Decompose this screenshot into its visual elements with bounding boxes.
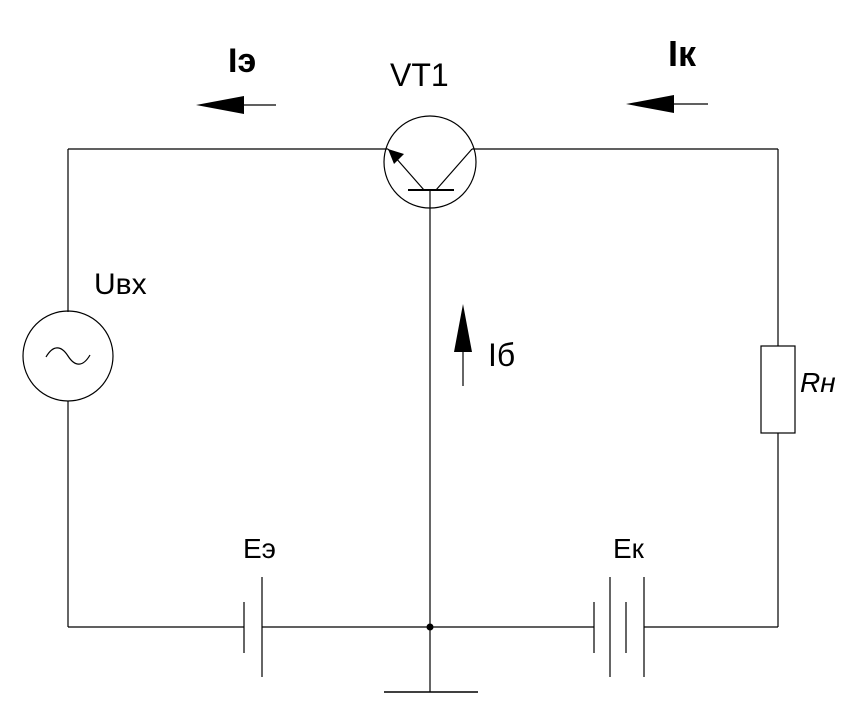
base-current-label: Iб xyxy=(488,337,515,373)
emitter-arrow-head xyxy=(196,96,244,114)
collector-arrow-head xyxy=(626,95,674,113)
collector-current-arrow xyxy=(626,95,708,113)
ac-sine-symbol xyxy=(45,347,91,365)
emitter-current-arrow xyxy=(196,96,276,114)
ac-source-circle xyxy=(22,310,114,402)
load-resistor-label: Rн xyxy=(800,367,836,398)
load-resistor-body xyxy=(760,345,796,434)
transistor-collector-lead xyxy=(435,148,473,191)
base-current-arrow xyxy=(454,304,472,386)
transistor-label: VT1 xyxy=(390,57,449,93)
collector-battery xyxy=(593,577,645,677)
input-voltage-label: Uвх xyxy=(94,268,147,301)
junction-dot xyxy=(426,623,434,631)
collector-current-label: Iк xyxy=(668,33,697,74)
emitter-battery xyxy=(243,577,263,677)
transistor-vt1 xyxy=(383,115,477,209)
collector-source-label: Eк xyxy=(613,533,645,564)
base-arrow-head xyxy=(454,304,472,352)
emitter-current-label: Iэ xyxy=(228,42,256,80)
input-ac-source xyxy=(22,310,114,402)
transistor-body xyxy=(383,115,477,209)
wires xyxy=(67,148,779,692)
emitter-source-label: Eэ xyxy=(243,533,276,564)
transistor-emitter-arrow xyxy=(388,149,404,164)
